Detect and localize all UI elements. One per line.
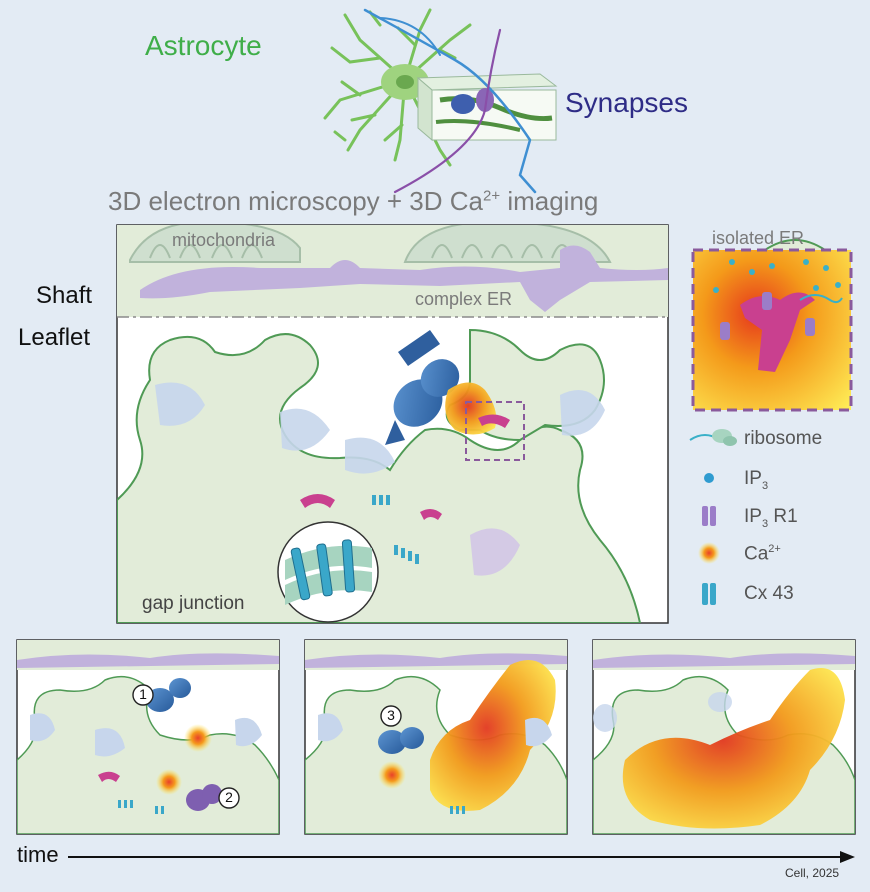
leaflet-label: Leaflet xyxy=(18,324,91,351)
step-marker-2 xyxy=(218,787,240,809)
mitochondrion-shape xyxy=(129,225,612,263)
legend-calcium-label: Ca2+ xyxy=(744,543,781,565)
cx43-icon xyxy=(702,583,716,605)
inset-er-shape xyxy=(713,239,843,372)
shaft-label: Shaft xyxy=(36,282,93,309)
complex-er-label: complex ER xyxy=(415,289,513,309)
legend-ip3-label: IP3 xyxy=(744,468,768,492)
legend-ip3r1-label: IP3 R1 xyxy=(744,506,798,530)
purple-synapse xyxy=(470,528,520,576)
mitochondria-label: mitochondria xyxy=(172,230,276,250)
step-marker-3 xyxy=(380,705,402,727)
gap-junction-channels xyxy=(372,495,419,564)
synapses-label: Synapses xyxy=(565,87,688,118)
time-axis-arrowhead xyxy=(840,851,855,863)
legend-ip3-subscript: 3 xyxy=(761,479,769,492)
complex-er-shape xyxy=(140,245,668,312)
inset-marker-box xyxy=(465,401,525,461)
step-3-number: 3 xyxy=(387,707,395,723)
legend-ip3-main: IP xyxy=(744,468,762,489)
step-marker-1 xyxy=(132,684,154,706)
ip3r1-icon xyxy=(702,506,716,526)
time-panel-3 xyxy=(592,639,856,835)
ip3r1-clusters xyxy=(300,414,510,520)
inset-title: isolated ER xyxy=(712,228,805,248)
method-title-superscript: 2+ xyxy=(482,187,501,205)
time-axis-label: time xyxy=(17,842,59,867)
calcium-icon xyxy=(698,542,720,564)
time-panel-2 xyxy=(304,639,568,835)
background-synapses xyxy=(155,382,605,474)
method-title: 3D electron microscopy + 3D Ca2+ imaging xyxy=(108,186,598,217)
tissue-block-icon xyxy=(416,73,558,142)
gap-junction-detail xyxy=(285,539,372,605)
citation-label: Cell, 2025 xyxy=(785,866,840,880)
legend-calcium-superscript: 2+ xyxy=(768,543,781,555)
step-2-number: 2 xyxy=(225,789,233,805)
time-panel-1 xyxy=(16,639,280,835)
neurites xyxy=(363,8,537,194)
legend-calcium-main: Ca xyxy=(744,543,769,565)
active-synapse xyxy=(385,330,460,445)
legend-cx43-label: Cx 43 xyxy=(744,583,794,604)
step-1-number: 1 xyxy=(139,686,147,702)
method-title-prefix: 3D electron microscopy + 3D Ca xyxy=(108,186,483,216)
astrocyte-label: Astrocyte xyxy=(145,30,262,61)
legend-ip3r1-suffix: R1 xyxy=(768,506,798,527)
ip3-icon xyxy=(704,473,714,483)
method-title-suffix: imaging xyxy=(500,186,599,216)
legend-ribosome-label: ribosome xyxy=(744,428,823,449)
ribosome-icon xyxy=(689,429,737,446)
legend-ip3r1-subscript: 3 xyxy=(761,517,769,530)
legend-ip3r1-main: IP xyxy=(744,506,762,527)
gap-junction-label: gap junction xyxy=(142,593,245,614)
